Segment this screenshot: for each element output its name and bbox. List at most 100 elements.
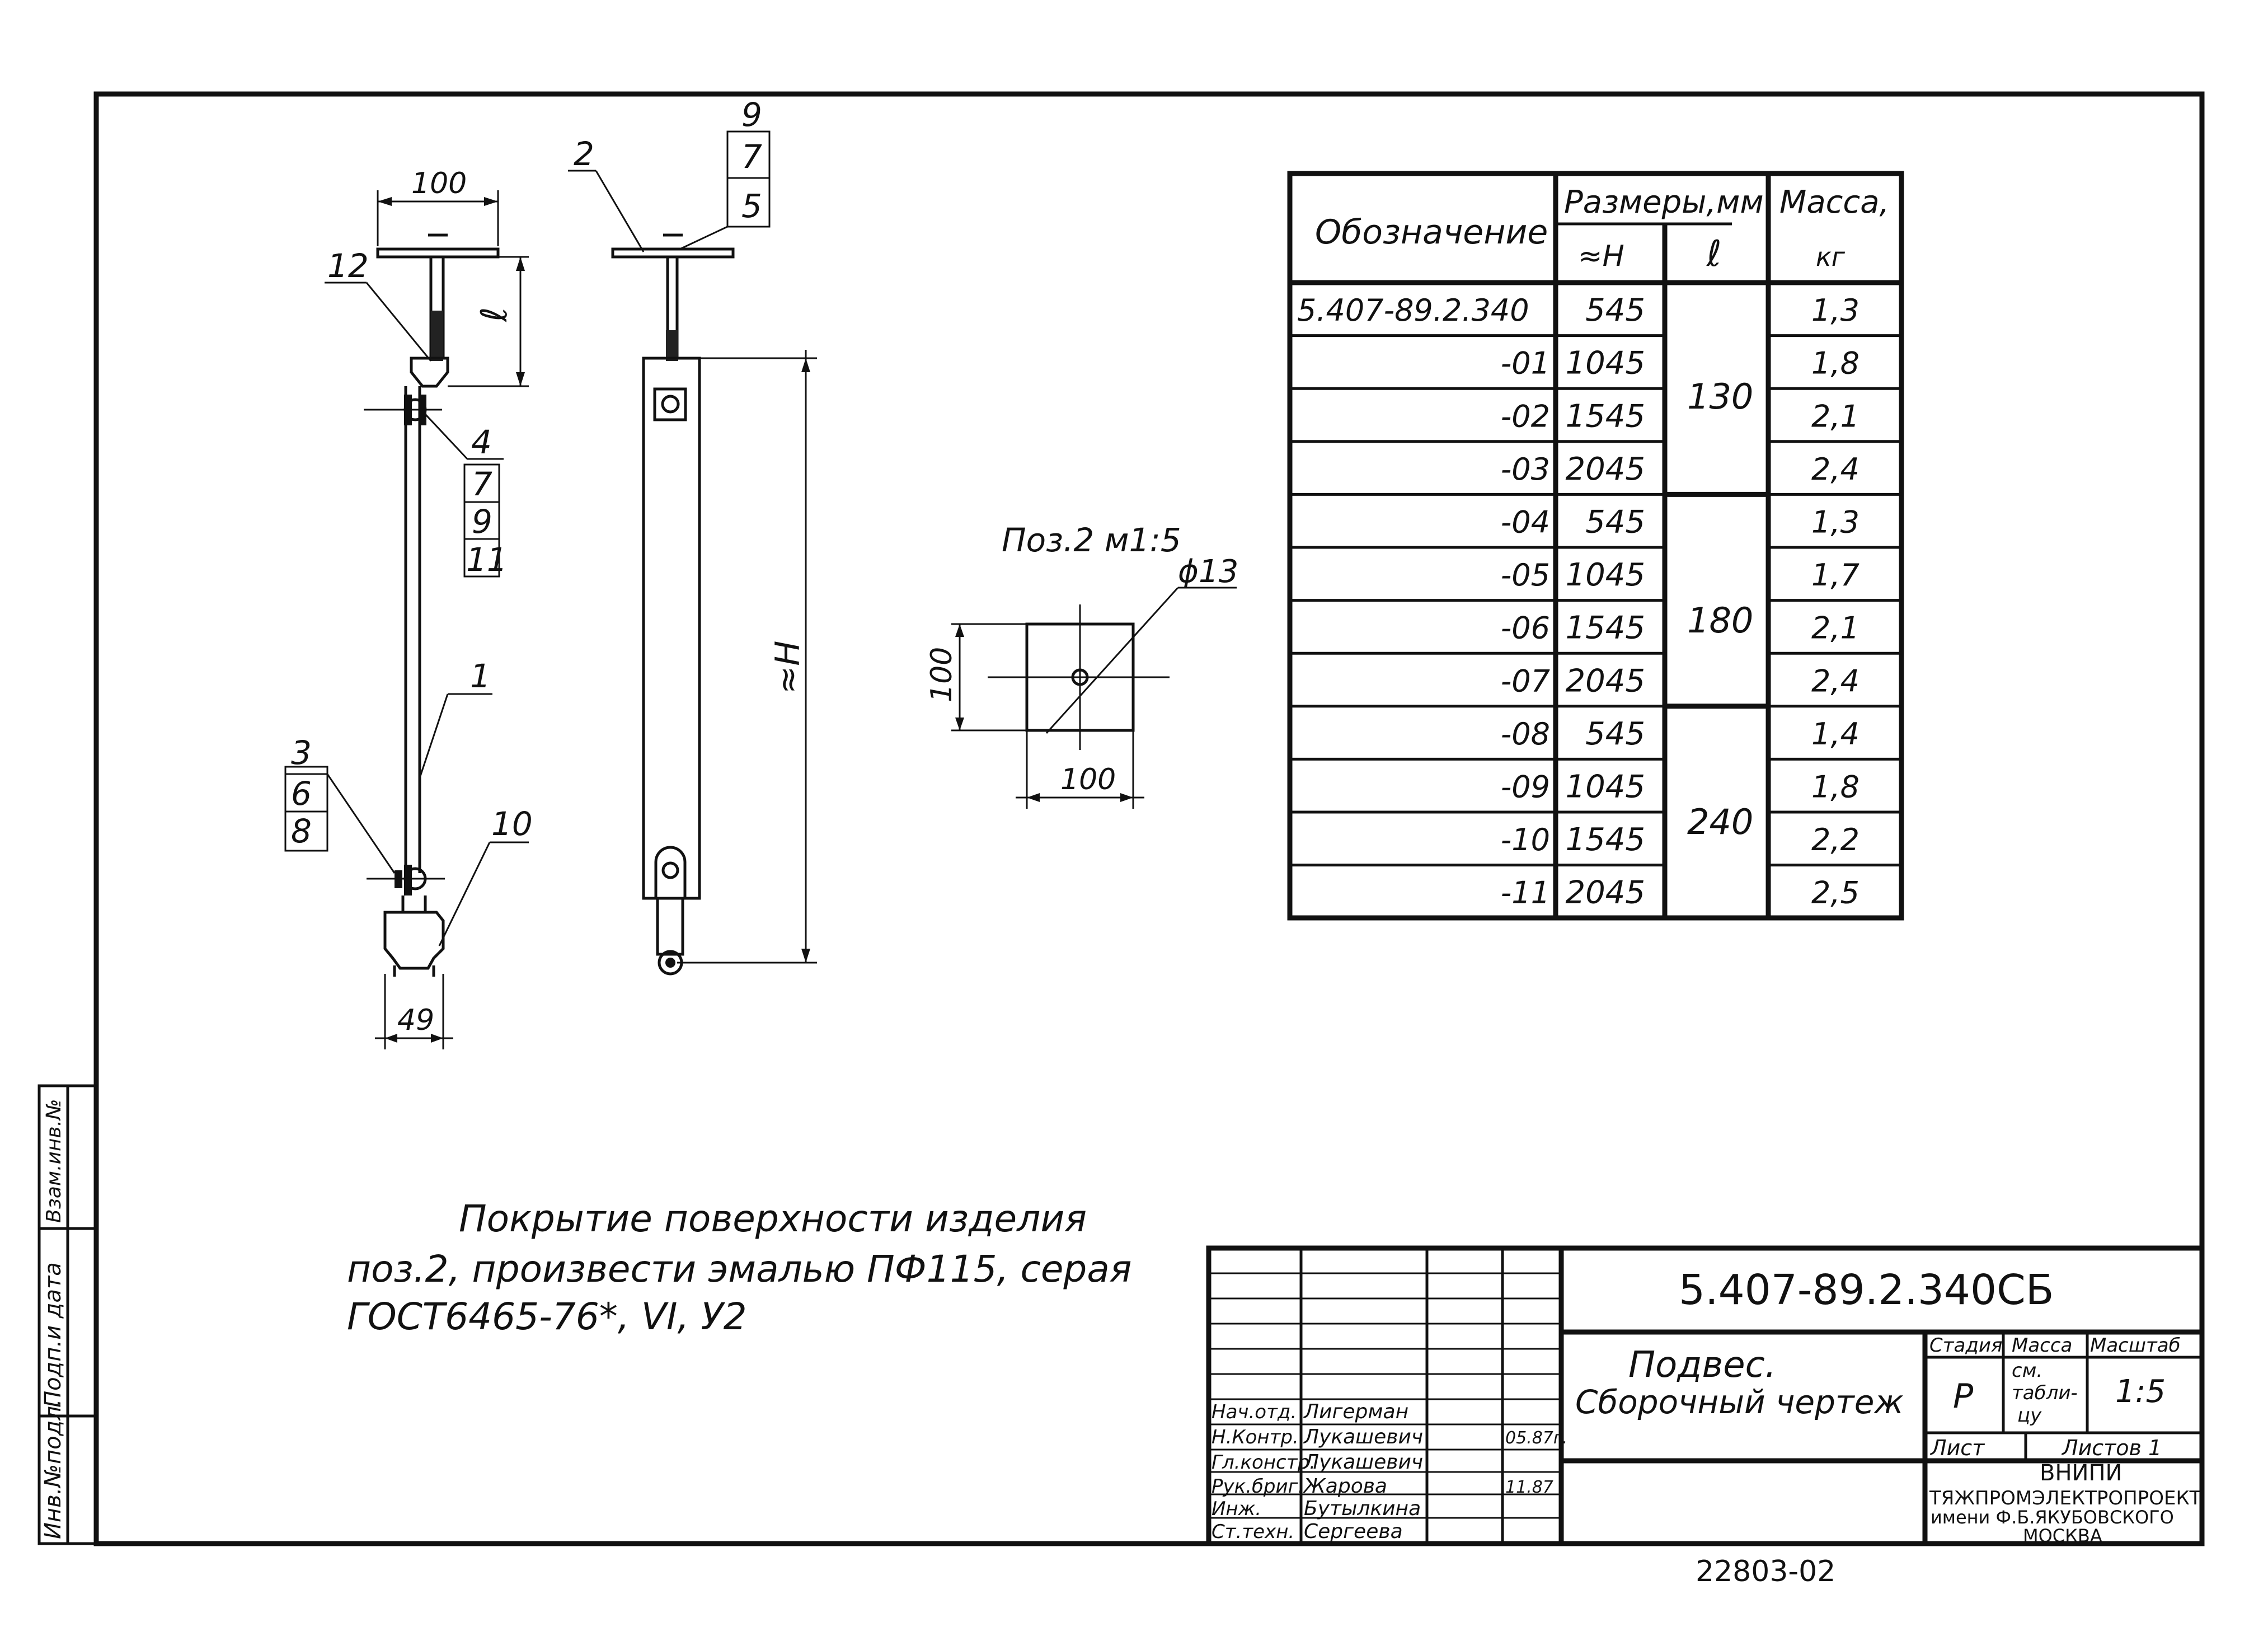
spec-cell-designation: -08 (1501, 716, 1550, 752)
th-mass: Масса, (1779, 184, 1889, 221)
callout-stack-mid-0: 7 (472, 465, 492, 503)
signature-date: 11.87 (1505, 1478, 1553, 1497)
callout-4: 4 (471, 423, 492, 461)
callout-stack-mid-2: 11 (466, 541, 508, 579)
th-h: ≈H (1578, 240, 1624, 273)
spec-cell-h: 545 (1585, 292, 1645, 329)
tb-mass-value-1: см. (2012, 1359, 2042, 1382)
spec-cell-h: 2045 (1565, 663, 1645, 699)
spec-cell-mass: 2,4 (1811, 452, 1860, 487)
spec-cell-designation: 5.407-89.2.340 (1297, 293, 1529, 328)
margin-inv-no: Инв.№подл. (40, 1399, 66, 1539)
front-dim-l: ℓ (474, 307, 515, 322)
margin-replace-inv: Взам.инв.№ (43, 1099, 65, 1223)
l-group-2: 240 (1687, 801, 1753, 842)
tb-mass-value-3: цу (2017, 1404, 2042, 1427)
spec-cell-designation: -07 (1501, 663, 1550, 698)
spec-cell-designation: -06 (1501, 611, 1550, 646)
spec-cell-h: 545 (1585, 716, 1645, 752)
front-dim-width: 100 (411, 167, 467, 200)
margin-sign-date: Подп.и дата (40, 1262, 66, 1408)
coating-note: Покрытие поверхности изделия поз.2, прои… (347, 1197, 1131, 1338)
note-line-3: ГОСТ6465-76*, VI, У2 (347, 1295, 747, 1338)
spec-cell-mass: 1,3 (1811, 505, 1860, 540)
spec-cell-h: 1045 (1565, 345, 1645, 382)
tb-stage-label: Стадия (1929, 1334, 2002, 1357)
front-dim-49: 49 (397, 1004, 434, 1037)
signature-name: Лигерман (1303, 1400, 1408, 1423)
front-bracket (410, 357, 449, 388)
spec-cell-h: 1545 (1565, 398, 1645, 434)
detail-dim-vertical: 100 (925, 647, 959, 702)
spec-cell-designation: -02 (1501, 398, 1550, 434)
th-mass-unit: кг (1816, 242, 1846, 272)
spec-cell-designation: -04 (1501, 505, 1550, 540)
side-dim-h: ≈H (768, 641, 807, 694)
spec-cell-mass: 1,4 (1811, 716, 1860, 752)
callout-1: 1 (470, 657, 491, 695)
spec-cell-mass: 1,8 (1811, 346, 1860, 381)
signature-name: Лукашевич (1303, 1451, 1423, 1474)
tb-org-2: ТЯЖПРОМЭЛЕКТРОПРОЕКТ (1929, 1487, 2201, 1509)
callout-stack-top-0: 9 (741, 96, 762, 134)
spec-cell-h: 2045 (1565, 451, 1645, 487)
spec-cell-designation: -10 (1501, 822, 1550, 857)
callout-2: 2 (574, 135, 594, 173)
spec-cell-designation: -11 (1501, 875, 1550, 911)
signature-name: Лукашевич (1303, 1426, 1423, 1448)
signature-role: Н.Контр. (1212, 1426, 1299, 1448)
front-view: 100 ℓ 4 (284, 167, 533, 1049)
note-line-2: поз.2, произвести эмалью ПФ115, серая (347, 1248, 1131, 1291)
callout-stack-low-1: 6 (291, 775, 312, 813)
spec-cell-mass: 2,5 (1811, 875, 1860, 911)
tb-code: 5.407-89.2.340СБ (1679, 1266, 2054, 1314)
spec-table: Обозначение Размеры,мм ≈H ℓ Масса, кг 5.… (1287, 171, 1904, 921)
spec-cell-designation: -09 (1501, 770, 1550, 805)
side-bar (642, 357, 701, 900)
callout-stack-low-2: 8 (291, 812, 312, 850)
callout-stack-top-1: 7 (741, 138, 762, 176)
tb-org-3: имени Ф.Б.ЯКУБОВСКОГО (1931, 1507, 2174, 1528)
tb-sheet-label: Лист (1929, 1436, 1985, 1460)
spec-cell-mass: 1,3 (1811, 293, 1860, 328)
th-l: ℓ (1706, 233, 1721, 275)
footer-number: 22803-02 (1696, 1555, 1835, 1588)
spec-cell-designation: -01 (1501, 346, 1550, 381)
spec-cell-mass: 2,1 (1811, 611, 1860, 646)
tb-sheets-label: Листов 1 (2061, 1436, 2162, 1460)
tb-name-1: Подвес. (1628, 1344, 1776, 1386)
spec-cell-h: 1045 (1565, 557, 1645, 593)
side-view: ≈H 2 9 7 5 (568, 96, 817, 976)
sheet-frame (93, 91, 2205, 1546)
detail-pos2: Поз.2 м1:5 ϕ13 100 100 (925, 521, 1238, 809)
spec-cell-designation: -03 (1501, 452, 1550, 487)
spec-cell-h: 1545 (1565, 610, 1645, 646)
detail-dim-horizontal: 100 (1060, 763, 1116, 796)
signature-name: Сергеева (1304, 1520, 1403, 1543)
front-clamp (383, 911, 445, 970)
spec-cell-h: 1045 (1565, 769, 1645, 805)
l-group-1: 180 (1687, 600, 1753, 641)
tb-scale: 1:5 (2115, 1373, 2166, 1410)
signature-name: Жарова (1303, 1475, 1387, 1498)
signature-role: Нач.отд. (1212, 1401, 1297, 1423)
tb-org-1: ВНИПИ (2040, 1460, 2122, 1486)
callout-stack-top-2: 5 (741, 187, 762, 225)
margin-strip: Инв.№подл. Подп.и дата Взам.инв.№ (37, 1084, 98, 1545)
tb-mass-value-2: табли- (2012, 1382, 2078, 1404)
tb-org-4: МОСКВА (2023, 1525, 2102, 1546)
th-sizes: Размеры,мм (1564, 184, 1764, 221)
front-thread (431, 311, 443, 361)
tb-scale-label: Масштаб (2090, 1334, 2181, 1357)
spec-cell-mass: 2,2 (1811, 822, 1860, 857)
note-line-1: Покрытие поверхности изделия (459, 1197, 1087, 1240)
spec-cell-h: 1545 (1565, 822, 1645, 858)
signature-date: 05.87г. (1505, 1428, 1567, 1448)
side-top-plate (611, 247, 735, 259)
signature-role: Рук.бриг. (1212, 1475, 1304, 1498)
callout-stack-mid-1: 9 (472, 503, 492, 541)
spec-cell-h: 545 (1585, 504, 1645, 541)
callout-10: 10 (491, 805, 533, 843)
